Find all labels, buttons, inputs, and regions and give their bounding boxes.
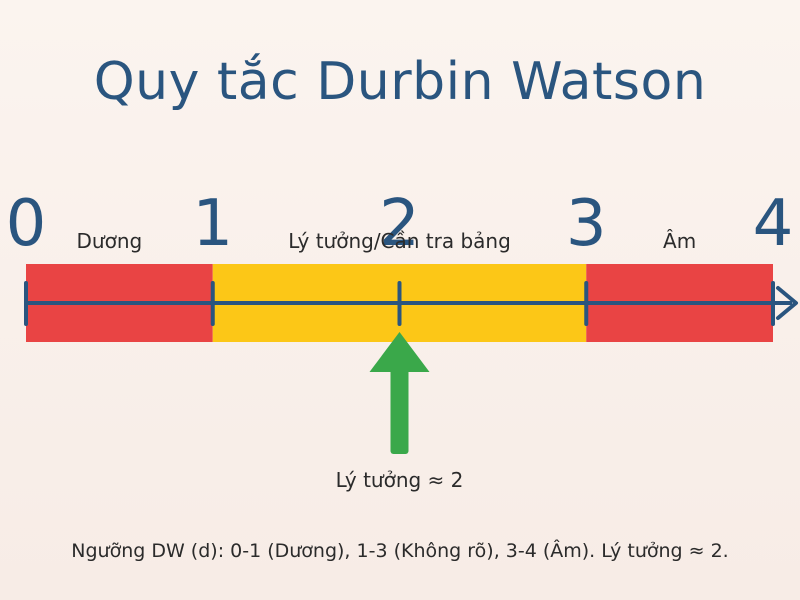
axis-arrow-icon <box>776 286 798 320</box>
tick-label-3: 3 <box>566 187 607 261</box>
zone-label-2: Âm <box>663 229 696 253</box>
indicator-arrow-shaft <box>390 368 409 454</box>
tick-label-4: 4 <box>753 187 794 261</box>
tick-label-1: 1 <box>192 187 233 261</box>
zone-label-1: Lý tưởng/Cần tra bảng <box>288 229 511 253</box>
threshold-caption: Ngưỡng DW (d): 0-1 (Dương), 1-3 (Không r… <box>71 540 729 562</box>
diagram-title: Quy tắc Durbin Watson <box>93 52 707 112</box>
tick-label-2: 2 <box>379 187 420 261</box>
up-arrow-icon <box>369 332 430 372</box>
zone-label-0: Dương <box>77 229 143 253</box>
indicator-label: Lý tưởng ≈ 2 <box>336 468 464 492</box>
tick-label-0: 0 <box>6 187 47 261</box>
